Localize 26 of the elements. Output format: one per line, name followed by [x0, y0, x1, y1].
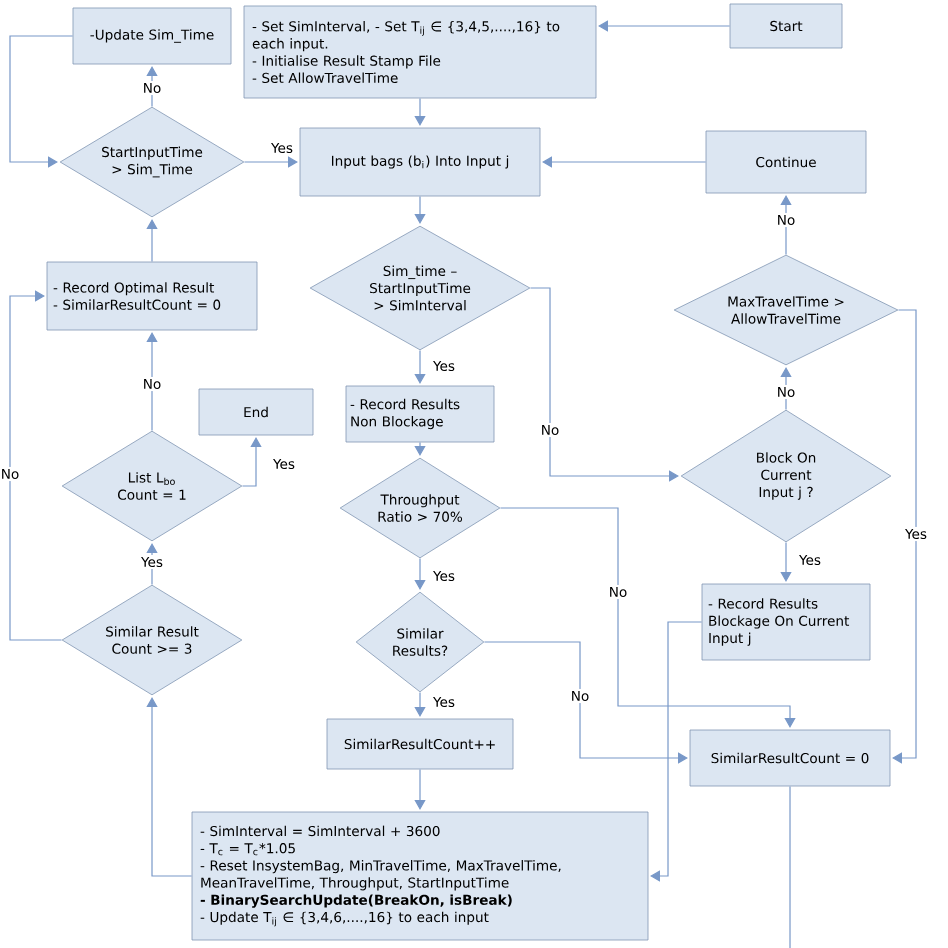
- arrow: [9, 35, 74, 168]
- arrow: [146, 66, 158, 108]
- arrow: [414, 195, 426, 224]
- arrow: [241, 437, 262, 487]
- arrow: [780, 195, 792, 256]
- arrow: [146, 697, 193, 877]
- arrow: [650, 621, 703, 882]
- arrow: [892, 309, 917, 764]
- arrow: [499, 507, 796, 728]
- arrow: [9, 290, 63, 641]
- arrow: [529, 287, 679, 482]
- arrow: [780, 541, 792, 582]
- arrow: [146, 332, 158, 432]
- arrow: [146, 219, 158, 263]
- arrow: [146, 543, 158, 586]
- arrow: [243, 156, 298, 168]
- arrow: [483, 641, 688, 764]
- arrow: [414, 97, 426, 126]
- arrow: [414, 557, 426, 590]
- arrow: [414, 691, 426, 717]
- arrow: [598, 20, 731, 32]
- arrow: [414, 768, 426, 810]
- arrow: [414, 349, 426, 384]
- arrow: [414, 441, 426, 456]
- arrow: [542, 156, 707, 168]
- arrow: [780, 367, 792, 411]
